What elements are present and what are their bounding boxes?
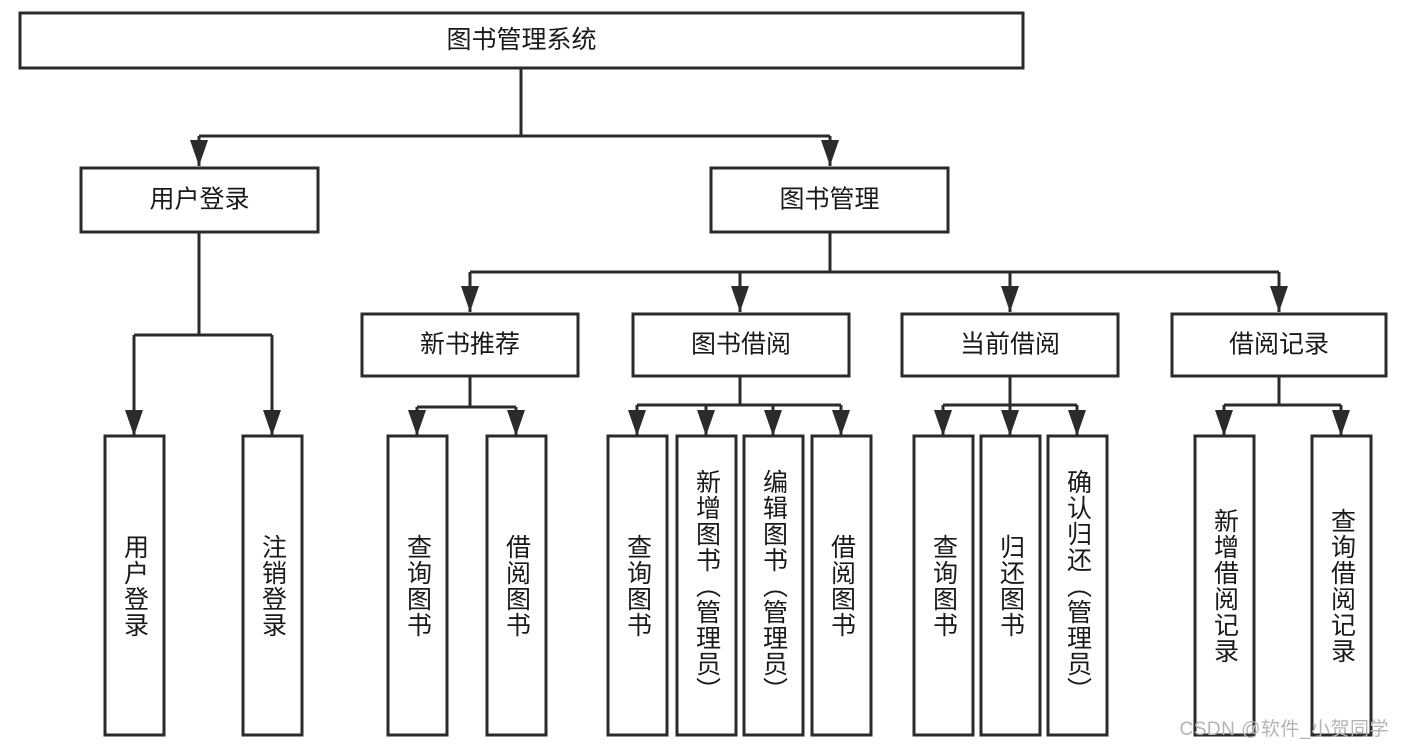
node-box-root[interactable] xyxy=(18,11,1025,70)
node-box-leaf-add-record[interactable] xyxy=(1193,434,1256,737)
node-label-leaf-edit-book: 编辑图书（管理员） xyxy=(759,468,788,703)
arrow-to-leaf-current-borrow-0 xyxy=(934,410,952,436)
node-label-leaf-query-record: 查询借阅记录 xyxy=(1327,507,1356,664)
arrow-to-level2-1 xyxy=(821,140,839,166)
arrow-to-leaf-book-borrow-0 xyxy=(628,410,646,436)
node-box-leaf-logout[interactable] xyxy=(241,434,304,737)
arrow-to-leaf-book-borrow-2 xyxy=(764,410,782,436)
node-box-book-manage[interactable] xyxy=(709,166,950,234)
node-label-leaf-borrow-book-2: 借阅图书 xyxy=(827,533,856,638)
node-label-borrow-record: 借阅记录 xyxy=(1229,331,1329,359)
arrow-to-level2-0 xyxy=(190,140,208,166)
node-box-leaf-borrow-book-2[interactable] xyxy=(810,434,873,737)
node-label-leaf-query-book-1: 查询图书 xyxy=(403,533,432,638)
arrow-to-level3-1 xyxy=(731,286,749,312)
node-label-leaf-user-login: 用户登录 xyxy=(120,533,149,638)
arrow-to-leaf-book-borrow-1 xyxy=(697,410,715,436)
node-box-leaf-query-book-2[interactable] xyxy=(606,434,669,737)
node-box-leaf-query-record[interactable] xyxy=(1310,434,1373,737)
node-box-leaf-add-book[interactable] xyxy=(675,434,738,737)
arrow-to-leaf-current-borrow-1 xyxy=(1001,410,1019,436)
arrow-to-leaf-new-book-recommend-0 xyxy=(408,410,426,436)
node-label-leaf-add-record: 新增借阅记录 xyxy=(1210,507,1239,664)
arrow-to-level3-0 xyxy=(461,286,479,312)
csdn-watermark: CSDN @软件_小贺同学 xyxy=(1179,719,1389,740)
node-box-borrow-record[interactable] xyxy=(1170,312,1388,378)
node-label-leaf-logout: 注销登录 xyxy=(258,533,287,638)
node-label-leaf-return-book: 归还图书 xyxy=(996,533,1025,638)
node-box-leaf-query-book-3[interactable] xyxy=(912,434,975,737)
node-label-book-manage: 图书管理 xyxy=(779,186,879,214)
node-box-new-book-recommend[interactable] xyxy=(360,312,580,378)
arrow-to-level3-2 xyxy=(1001,286,1019,312)
node-label-current-borrow: 当前借阅 xyxy=(960,331,1060,359)
node-box-leaf-edit-book[interactable] xyxy=(742,434,805,737)
node-label-leaf-confirm-return: 确认归还（管理员） xyxy=(1063,468,1092,703)
node-box-leaf-query-book-1[interactable] xyxy=(386,434,449,737)
node-box-leaf-return-book[interactable] xyxy=(979,434,1042,737)
arrow-to-leaf-new-book-recommend-1 xyxy=(507,410,525,436)
connector-layer xyxy=(125,68,1350,436)
node-box-book-borrow[interactable] xyxy=(631,312,851,378)
arrow-to-leaf-book-borrow-3 xyxy=(832,410,850,436)
node-label-new-book-recommend: 新书推荐 xyxy=(420,331,520,359)
arrow-to-leaf-current-borrow-2 xyxy=(1068,410,1086,436)
node-label-user-login: 用户登录 xyxy=(149,186,249,214)
node-label-book-borrow: 图书借阅 xyxy=(691,331,791,359)
node-label-leaf-query-book-3: 查询图书 xyxy=(929,533,958,638)
box-layer xyxy=(18,11,1388,737)
node-label-leaf-borrow-book-1: 借阅图书 xyxy=(502,533,531,638)
node-box-current-borrow[interactable] xyxy=(900,312,1120,378)
node-box-leaf-user-login[interactable] xyxy=(103,434,166,737)
node-label-leaf-query-book-2: 查询图书 xyxy=(623,533,652,638)
node-box-leaf-confirm-return[interactable] xyxy=(1046,434,1109,737)
node-box-leaf-borrow-book-1[interactable] xyxy=(485,434,548,737)
arrow-to-leaf-userlogin-1 xyxy=(263,410,281,436)
node-label-root: 图书管理系统 xyxy=(446,26,596,54)
arrow-to-leaf-userlogin-0 xyxy=(125,410,143,436)
arrow-to-level3-3 xyxy=(1270,286,1288,312)
node-label-leaf-add-book: 新增图书（管理员） xyxy=(692,468,721,703)
node-box-user-login[interactable] xyxy=(79,166,320,234)
arrow-to-leaf-borrow-record-1 xyxy=(1332,410,1350,436)
arrow-to-leaf-borrow-record-0 xyxy=(1215,410,1233,436)
